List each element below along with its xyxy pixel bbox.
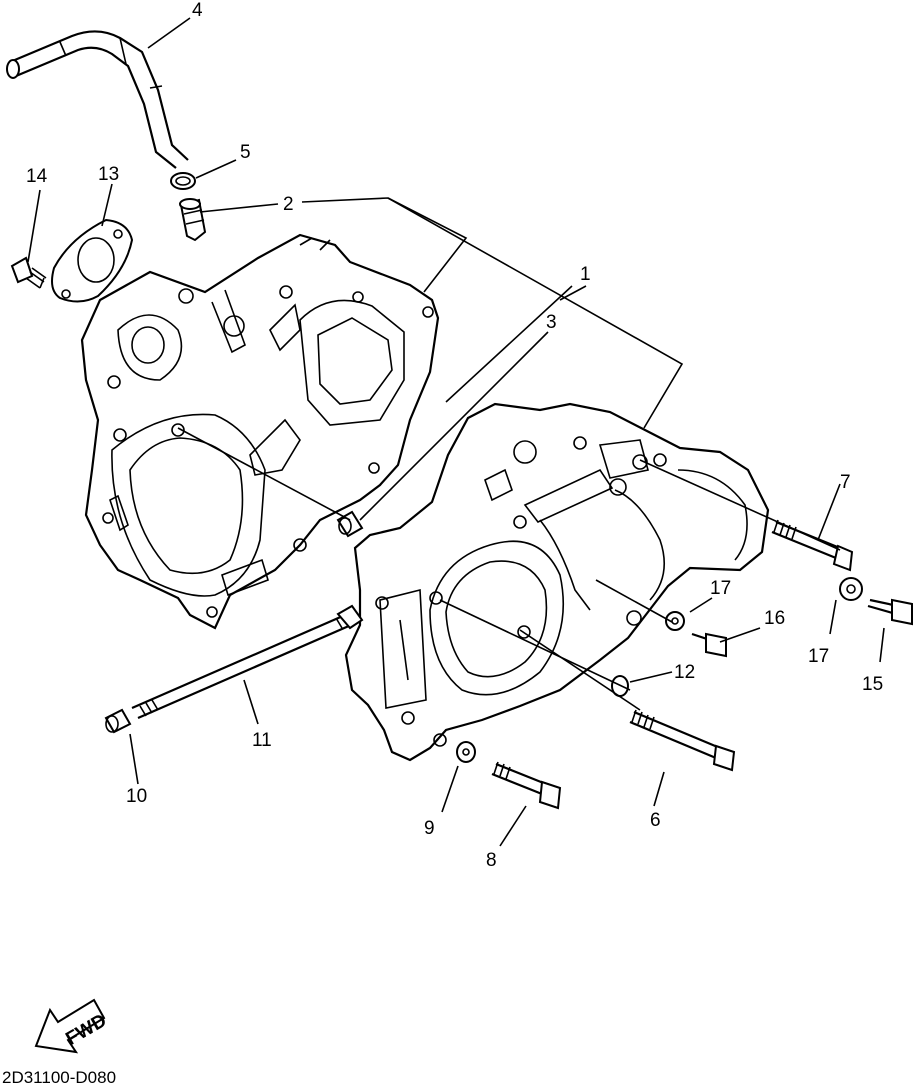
callout-3: 3 <box>546 312 557 333</box>
callout-11: 11 <box>252 730 272 751</box>
callout-17-right: 17 <box>808 646 829 667</box>
stud-bolt <box>131 604 364 720</box>
callout-1: 1 <box>580 264 591 285</box>
callout-12: 12 <box>674 662 695 683</box>
right-crankcase <box>344 402 770 762</box>
left-crankcase <box>80 233 440 630</box>
breather-hose <box>6 30 189 169</box>
leader-lines <box>27 17 885 847</box>
washer-9 <box>456 741 476 763</box>
fwd-arrow-icon: FWD <box>34 998 110 1054</box>
bolt-14 <box>10 256 47 289</box>
bolt-16 <box>691 632 727 658</box>
breather-fitting <box>179 198 207 242</box>
washer-17-right <box>839 577 863 601</box>
callout-5: 5 <box>240 142 251 163</box>
bolt-15 <box>867 598 913 626</box>
bolt-6 <box>629 709 736 772</box>
gasket <box>51 218 134 303</box>
callout-7: 7 <box>840 472 851 493</box>
bolt-8 <box>491 761 562 810</box>
callout-16: 16 <box>764 608 785 629</box>
callout-8: 8 <box>486 850 497 871</box>
callout-6: 6 <box>650 810 661 831</box>
callout-9: 9 <box>424 818 435 839</box>
callout-15: 15 <box>862 674 883 695</box>
callout-10: 10 <box>126 786 147 807</box>
collar-10 <box>104 708 132 734</box>
hose-clamp <box>170 172 196 190</box>
bolt-7 <box>771 519 854 572</box>
callout-17-mid: 17 <box>710 578 731 599</box>
callout-4: 4 <box>192 0 203 21</box>
callout-13: 13 <box>98 164 119 185</box>
callout-2: 2 <box>283 194 294 215</box>
diagram-code: 2D31100-D080 <box>2 1068 117 1087</box>
callout-numbers: 1 2 3 4 5 6 7 8 9 10 11 12 13 14 15 16 1… <box>26 0 883 871</box>
callout-14: 14 <box>26 166 48 187</box>
washer-17-mid <box>665 611 685 631</box>
